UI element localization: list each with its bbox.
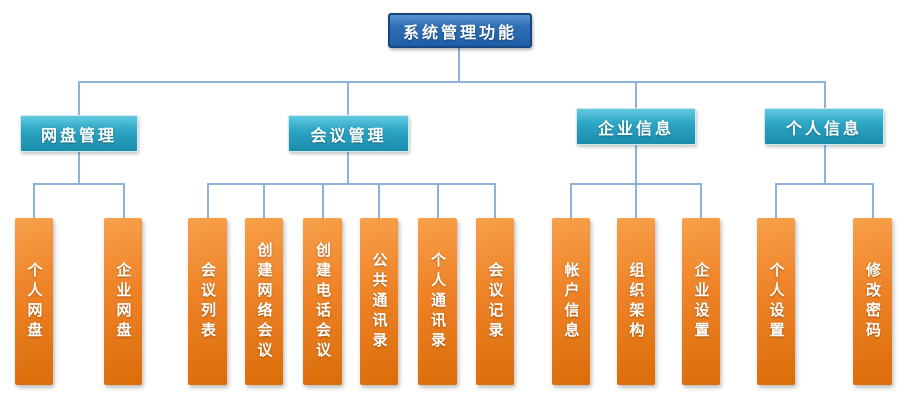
connector-leaf8-stub <box>570 183 572 218</box>
leaf-label: 个人通讯录 <box>429 251 446 352</box>
node-system-management: 系统管理功能 <box>388 13 532 48</box>
leaf-label: 修改密码 <box>864 261 881 342</box>
leaf-label: 个人设置 <box>767 261 785 342</box>
connector-leaf4-stub <box>322 183 324 218</box>
leaf-public-contacts: 公共通讯录 <box>360 218 398 385</box>
connector-leaf1-stub <box>123 183 125 218</box>
node-personal-info: 个人信息 <box>764 108 884 145</box>
leaf-label: 会议列表 <box>199 261 216 342</box>
leaf-meeting-records: 会议记录 <box>476 218 514 385</box>
connector-group3-bus <box>776 183 873 185</box>
connector-branch0-drop <box>78 152 80 184</box>
connector-group0-bus <box>34 183 124 185</box>
leaf-account-info: 帐户信息 <box>552 218 590 385</box>
leaf-enterprise-settings: 企业设置 <box>682 218 720 385</box>
leaf-create-phone-meeting: 创建电话会议 <box>303 218 342 385</box>
connector-branch1-stub <box>347 81 349 115</box>
connector-leaf3-stub <box>263 183 265 218</box>
leaf-label: 会议记录 <box>486 261 504 342</box>
leaf-personal-settings: 个人设置 <box>757 218 795 385</box>
node-enterprise-info: 企业信息 <box>576 108 696 145</box>
connector-leaf9-stub <box>635 183 637 218</box>
leaf-create-network-meeting: 创建网络会议 <box>245 218 283 385</box>
connector-branch2-drop <box>635 145 637 184</box>
connector-branch2-stub <box>635 81 637 108</box>
connector-leaf2-stub <box>207 183 209 218</box>
connector-leaf11-stub <box>775 183 777 218</box>
leaf-label: 帐户信息 <box>562 261 580 342</box>
leaf-label: 企业设置 <box>692 261 710 342</box>
connector-branch0-stub <box>78 81 80 115</box>
connector-leaf0-stub <box>33 183 35 218</box>
connector-level1-bus <box>79 81 825 83</box>
connector-leaf10-stub <box>700 183 702 218</box>
leaf-personal-contacts: 个人通讯录 <box>418 218 457 385</box>
connector-group1-bus <box>207 183 495 185</box>
leaf-label: 创建电话会议 <box>314 241 331 362</box>
leaf-org-structure: 组织架构 <box>617 218 655 385</box>
node-meeting-management: 会议管理 <box>288 115 409 152</box>
connector-leaf12-stub <box>872 183 874 218</box>
leaf-personal-netdisk: 个人网盘 <box>15 218 53 385</box>
leaf-change-password: 修改密码 <box>853 218 892 385</box>
connector-branch3-drop <box>824 145 826 184</box>
leaf-label: 组织架构 <box>627 261 645 342</box>
connector-leaf6-stub <box>437 183 439 218</box>
connector-root-trunk <box>458 48 460 82</box>
leaf-label: 创建网络会议 <box>255 241 273 362</box>
node-disk-management: 网盘管理 <box>20 115 138 152</box>
connector-branch1-drop <box>347 152 349 184</box>
leaf-label: 企业网盘 <box>114 261 132 342</box>
leaf-enterprise-netdisk: 企业网盘 <box>104 218 142 385</box>
leaf-label: 公共通讯录 <box>370 251 388 352</box>
leaf-label: 个人网盘 <box>25 261 43 342</box>
leaf-meeting-list: 会议列表 <box>188 218 227 385</box>
connector-leaf7-stub <box>494 183 496 218</box>
connector-leaf5-stub <box>378 183 380 218</box>
connector-branch3-stub <box>824 81 826 108</box>
